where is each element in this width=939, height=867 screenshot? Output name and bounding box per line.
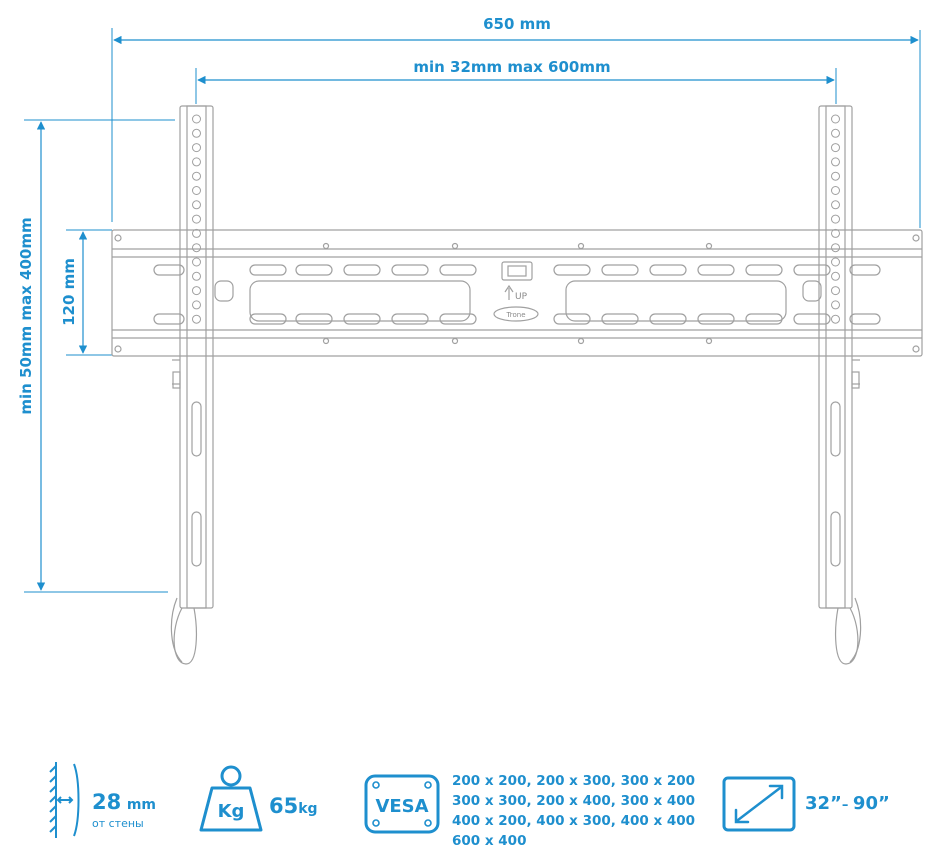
arm-hole: [831, 228, 840, 238]
vesa-icon-label: VESA: [375, 796, 428, 817]
vesa-line-4: 600 x 400: [452, 833, 527, 849]
arm-hole: [192, 286, 201, 296]
arm-hole: [831, 314, 840, 324]
arm-hole: [831, 214, 840, 224]
plate-height-label: 120 mm: [60, 258, 78, 326]
arm-hole: [192, 243, 201, 253]
arm-hole: [831, 171, 840, 181]
right-arm: [818, 105, 862, 665]
vesa-line-2: 300 x 300, 200 x 400, 300 x 400: [452, 793, 696, 809]
left-arm-holes: [192, 114, 201, 324]
wall-plate: [111, 229, 923, 357]
arm-hole: [192, 314, 201, 324]
up-label: UP: [515, 292, 528, 302]
max-load-unit: kg: [298, 801, 318, 817]
arm-hole: [831, 128, 840, 138]
arm-hole: [192, 128, 201, 138]
vesa-line-3: 400 x 200, 400 x 300, 400 x 400: [452, 813, 696, 829]
arm-hole: [192, 143, 201, 153]
screen-size-min: 32”: [805, 793, 842, 814]
dimension-arrows: [36, 35, 919, 591]
arm-hole: [831, 257, 840, 267]
arm-hole: [192, 171, 201, 181]
left-arm: [170, 105, 214, 665]
vesa-list: 200 x 200, 200 x 300, 300 x 200 300 x 30…: [452, 771, 695, 851]
arm-hole: [831, 114, 840, 124]
vesa-line-1: 200 x 200, 200 x 300, 300 x 200: [452, 773, 696, 789]
arm-hole: [831, 157, 840, 167]
bracket-drawing: 650 mm min 32mm max 600mm min 50mm max 4…: [17, 15, 923, 665]
weight-icon-label: Kg: [218, 801, 245, 822]
arm-hole: [192, 186, 201, 195]
wall-distance-value: 28 mm: [92, 790, 156, 814]
weight-icon: Kg: [199, 765, 263, 832]
max-load-number: 65: [269, 794, 299, 818]
screen-size-icon: [722, 776, 796, 832]
arm-hole: [831, 286, 840, 296]
arm-hole: [192, 200, 201, 210]
arm-hole: [192, 114, 201, 124]
arm-hole: [831, 200, 840, 210]
arm-hole: [192, 271, 201, 281]
screen-size-value: 32”– 90”: [805, 793, 890, 814]
wall-distance-unit: mm: [126, 797, 156, 813]
arm-hole: [831, 243, 840, 253]
arm-hole: [192, 300, 201, 310]
wall-distance-icon: [49, 762, 80, 838]
arm-hole: [192, 257, 201, 267]
arm-hole: [192, 157, 201, 167]
arm-hole: [192, 214, 201, 224]
right-arm-holes: [831, 114, 840, 324]
arm-hole: [831, 186, 840, 195]
arm-hole: [831, 143, 840, 153]
arm-hole: [831, 300, 840, 310]
arm-hole: [831, 271, 840, 281]
vesa-icon: VESA: [364, 774, 440, 834]
screen-size-separator: –: [841, 798, 853, 813]
width-range-label: min 32mm max 600mm: [413, 58, 610, 76]
wall-distance-number: 28: [92, 790, 122, 814]
wall-distance-caption: от стены: [92, 817, 144, 830]
max-load-value: 65kg: [269, 794, 318, 818]
brand-label: Trone: [506, 311, 526, 319]
arm-hole: [192, 228, 201, 238]
screen-size-max: 90”: [852, 793, 890, 814]
height-range-label: min 50mm max 400mm: [17, 217, 35, 414]
extension-lines: [24, 28, 921, 593]
total-width-label: 650 mm: [483, 15, 551, 33]
